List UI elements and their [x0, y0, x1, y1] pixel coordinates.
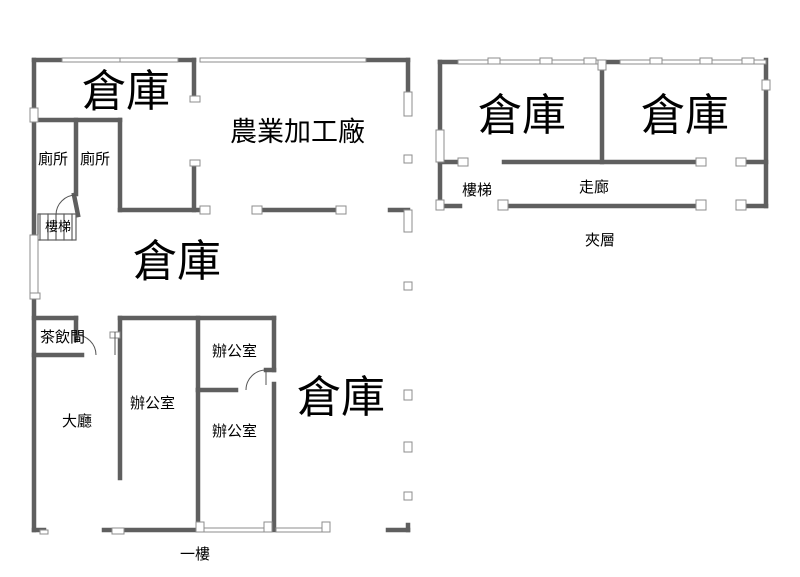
window	[735, 199, 747, 211]
window	[189, 95, 201, 103]
room-label-storage-right: 倉庫	[297, 372, 385, 423]
window	[403, 281, 413, 291]
room-label-storage-top: 倉庫	[82, 66, 170, 117]
mezz-room-label-stairs: 樓梯	[462, 181, 493, 199]
window	[457, 157, 469, 167]
window	[403, 491, 413, 501]
window	[619, 59, 767, 65]
room-label-toilet-2: 廁所	[80, 150, 111, 168]
window	[335, 205, 347, 215]
window	[699, 57, 713, 65]
window	[29, 234, 39, 298]
window	[199, 205, 211, 215]
window	[263, 521, 273, 533]
stair-outline	[37, 213, 77, 241]
window	[403, 91, 413, 117]
mezzanine-caption: 夾層	[585, 231, 616, 249]
window	[39, 529, 49, 535]
window	[199, 527, 267, 533]
window	[403, 441, 413, 453]
wall-segment	[71, 192, 81, 218]
mezz-room-label-storage-right: 倉庫	[641, 90, 729, 141]
window	[29, 107, 39, 123]
window	[435, 129, 445, 163]
window	[695, 199, 707, 211]
mezz-room-label-corridor: 走廊	[579, 178, 610, 196]
room-label-processing: 農業加工廠	[230, 117, 365, 148]
window	[189, 159, 201, 167]
window	[695, 157, 707, 167]
window	[275, 527, 327, 533]
window	[403, 154, 413, 164]
window	[741, 57, 755, 65]
window	[199, 57, 367, 63]
door-swing	[75, 334, 97, 356]
window	[597, 59, 607, 71]
window	[761, 79, 771, 91]
window	[457, 59, 603, 65]
window	[321, 521, 331, 533]
door-swing	[245, 369, 267, 391]
window	[119, 57, 179, 63]
window	[195, 521, 205, 533]
doors	[55, 194, 267, 391]
room-label-lobby: 大廳	[62, 412, 93, 430]
room-label-office-top-right: 辦公室	[212, 342, 258, 360]
room-label-tea-room: 茶飲間	[40, 328, 86, 346]
door-swing	[55, 194, 77, 216]
room-label-toilet-1: 廁所	[38, 150, 69, 168]
window	[583, 57, 597, 65]
window	[539, 57, 553, 65]
window	[487, 57, 501, 65]
room-label-stairs: 樓梯	[45, 220, 72, 235]
window	[403, 389, 413, 401]
walls	[31, 57, 769, 533]
room-label-storage-center: 倉庫	[133, 236, 221, 287]
room-label-office-left: 辦公室	[130, 394, 176, 412]
windows	[29, 57, 771, 535]
window	[435, 199, 445, 211]
window	[29, 292, 41, 300]
window	[403, 209, 413, 233]
window	[251, 205, 263, 215]
ground-floor-caption: 一樓	[180, 545, 211, 563]
window	[735, 157, 747, 167]
window	[111, 527, 125, 535]
window	[497, 199, 509, 211]
room-label-office-bottom-right: 辦公室	[212, 422, 258, 440]
window	[649, 57, 663, 65]
mezz-room-label-storage-left: 倉庫	[478, 90, 566, 141]
